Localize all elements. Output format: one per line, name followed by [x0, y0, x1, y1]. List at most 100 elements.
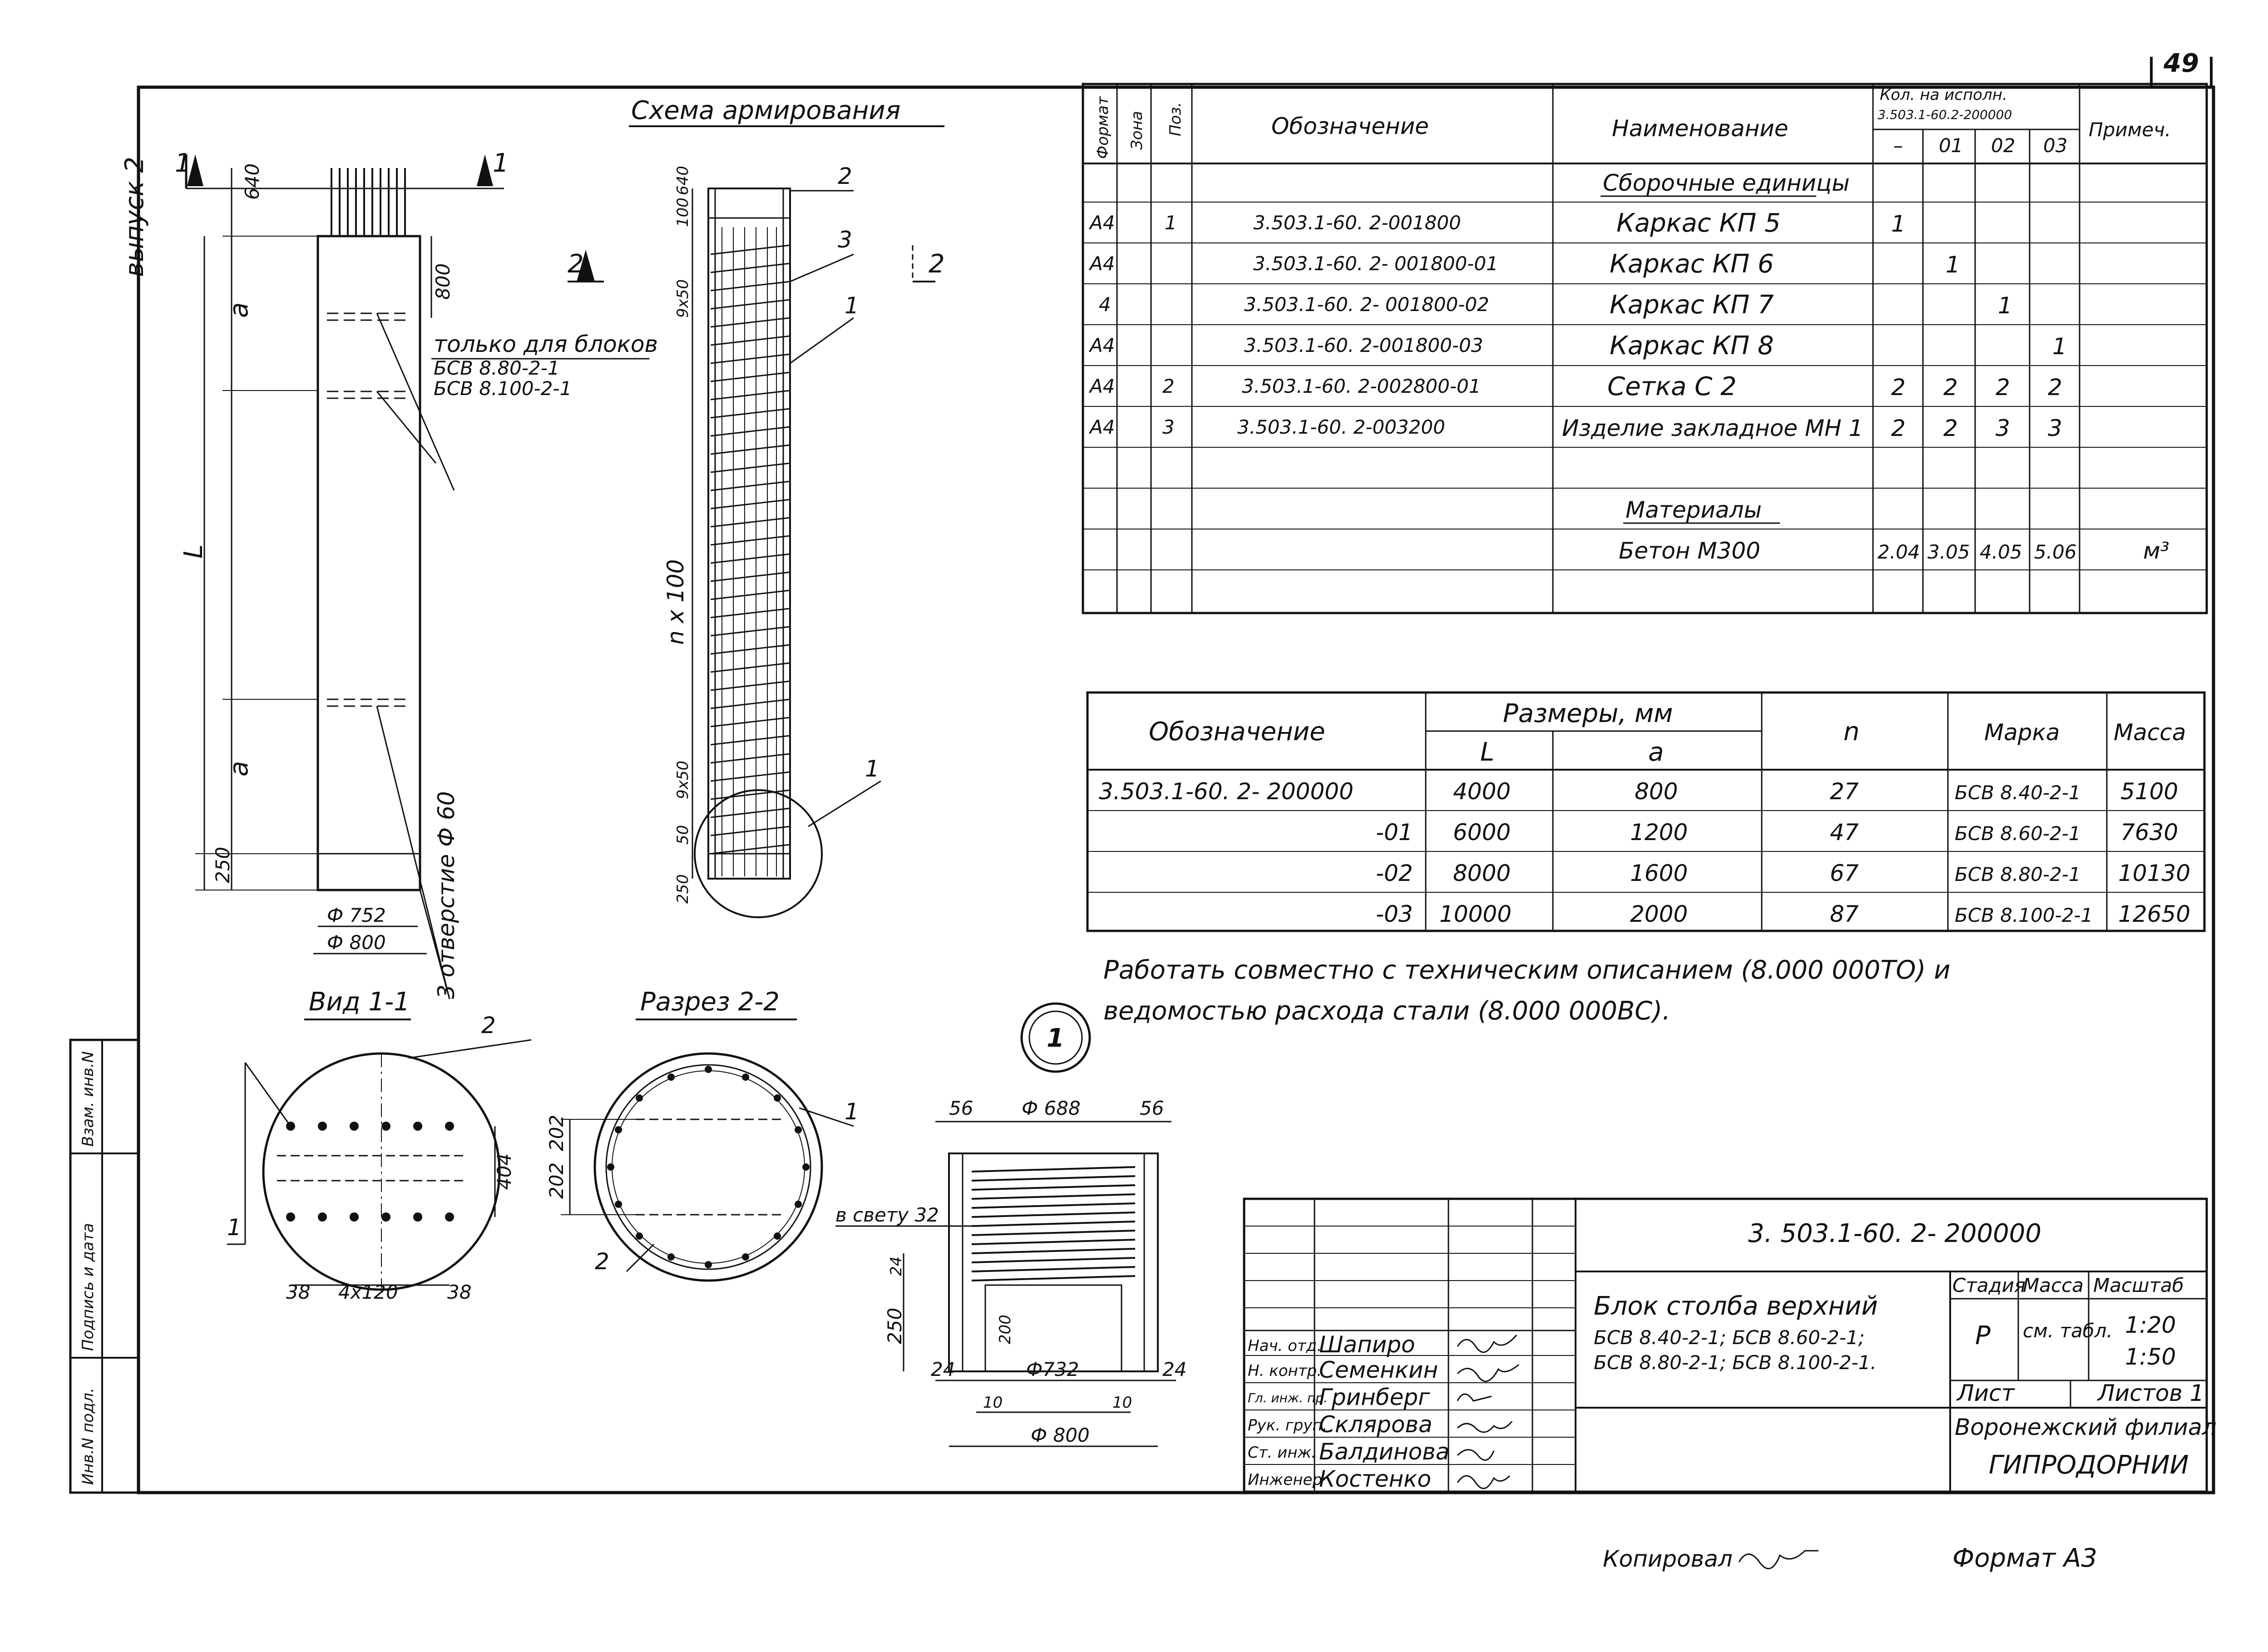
- spec-row-pos: 3: [1162, 416, 1175, 438]
- person-role: Гл. инж. пр.: [1248, 1390, 1328, 1405]
- spec-row-q: 1: [1891, 211, 1906, 237]
- sizes-row-n: 27: [1830, 778, 1859, 805]
- sizes-row-L: 10000: [1439, 901, 1512, 927]
- spec-section-assembly: Сборочные единицы: [1603, 170, 1850, 196]
- sizes-row-L: 6000: [1453, 819, 1511, 846]
- person-name: Склярова: [1319, 1411, 1433, 1438]
- spec-row-q: 2: [1943, 374, 1958, 401]
- page-number: 49: [2163, 49, 2199, 78]
- spec-row-q: 2: [1996, 374, 2010, 401]
- spec-table: Формат Зона Поз. Обозначение Наименовани…: [1082, 83, 2208, 614]
- spec-row-fmt: А4: [1088, 334, 1115, 356]
- detail-dim-f800: Ф 800: [1031, 1424, 1090, 1446]
- sizes-row-n: 67: [1830, 860, 1859, 886]
- sizes-h-n: n: [1843, 717, 1860, 747]
- stage-value: Р: [1975, 1321, 1991, 1350]
- spec-row-fmt: А4: [1088, 252, 1115, 275]
- spec-material-q0: 2.04: [1878, 541, 1920, 563]
- sizes-row-mark: БСВ 8.80-2-1: [1955, 863, 2081, 885]
- spec-h-pos: Поз.: [1166, 102, 1185, 136]
- mid-dim-50: 50: [674, 825, 692, 845]
- note-line-2: ведомостью расхода стали (8.000 000ВС).: [1103, 996, 1670, 1026]
- person-role: Нач. отд.: [1248, 1337, 1322, 1355]
- detail-dim-10-left: 10: [983, 1394, 1003, 1412]
- sizes-row-L: 4000: [1453, 778, 1511, 805]
- spec-material-q2: 4.05: [1980, 541, 2022, 563]
- scale-header: Масштаб: [2093, 1274, 2184, 1296]
- sizes-h-mark: Марка: [1984, 719, 2060, 746]
- spec-row-fmt: 4: [1099, 293, 1111, 316]
- sizes-row-mark: БСВ 8.40-2-1: [1955, 781, 2081, 804]
- title-block: Нач. отд. Шапиро Н. контр. Семенкин Гл. …: [1243, 1197, 2217, 1493]
- signature-scribble: [1457, 1449, 1495, 1461]
- hole-note: 3 отверстие Ф 60: [433, 791, 460, 999]
- signature-scribble: [1457, 1335, 1517, 1353]
- stage-header: Стадия: [1952, 1274, 2026, 1296]
- stamp-vzam: Взам. инв.N: [79, 1051, 97, 1147]
- sizes-row-a: 1600: [1630, 860, 1688, 886]
- doc-code: 3. 503.1-60. 2- 200000: [1748, 1219, 2041, 1248]
- spec-row-name: Каркас КП 7: [1610, 290, 1774, 320]
- org-branch: Воронежский филиал: [1955, 1414, 2217, 1440]
- spec-row-name: Каркас КП 8: [1610, 331, 1774, 361]
- view-title: Вид 1-1: [309, 987, 410, 1017]
- spec-row-fmt: А4: [1088, 416, 1115, 438]
- spec-h-name: Наименование: [1612, 115, 1789, 142]
- spec-row-q: 2: [1943, 415, 1958, 441]
- mid-dim-9x50-bottom: 9х50: [674, 761, 692, 799]
- detail-dim-56-left: 56: [949, 1097, 973, 1119]
- person-name: Балдинова: [1319, 1439, 1449, 1465]
- copied-label: Копировал: [1603, 1546, 1733, 1572]
- detail-dim-24-right: 24: [1162, 1358, 1186, 1380]
- sizes-table: Обозначение Размеры, мм L a n Марка Масс…: [1086, 691, 2206, 932]
- sizes-row-mass: 7630: [2120, 819, 2178, 846]
- section-dim-202-bottom: 202: [545, 1162, 568, 1199]
- spec-row-fmt: А4: [1088, 375, 1115, 397]
- view-label-2: 2: [481, 1012, 496, 1039]
- product-marks-1: БСВ 8.40-2-1; БСВ 8.60-2-1;: [1594, 1326, 1865, 1349]
- only-for-blocks-line1: только для блоков: [434, 331, 658, 357]
- detail-dim-200: 200: [996, 1315, 1014, 1344]
- sizes-row-code: 3.503.1-60. 2- 200000: [1099, 778, 1354, 805]
- detail-dim-24-left: 24: [931, 1358, 955, 1380]
- person-name: Шапиро: [1319, 1331, 1415, 1358]
- scale-value-1: 1:20: [2125, 1312, 2176, 1338]
- elevation-outline: 1 1: [175, 148, 509, 999]
- spiral-hatch: [710, 227, 791, 876]
- copier-signature: [1738, 1550, 1818, 1569]
- person-role: Инженер: [1248, 1471, 1322, 1489]
- signature-scribble: [1457, 1475, 1511, 1489]
- sheet-frame: 49: [137, 49, 2215, 1494]
- spec-material-q1: 3.05: [1927, 541, 1970, 563]
- sizes-row-mass: 5100: [2120, 778, 2178, 805]
- person-name: Семенкин: [1319, 1357, 1438, 1383]
- person-role: Ст. инж.: [1248, 1444, 1316, 1462]
- only-for-blocks-line2: БСВ 8.80-2-1: [434, 357, 560, 379]
- mid-dim-250: 250: [674, 874, 692, 904]
- spec-row-pos: 1: [1165, 212, 1177, 234]
- dim-f752: Ф 752: [327, 904, 386, 926]
- spec-exec-0: –: [1893, 134, 1903, 157]
- dim-800: 800: [432, 263, 454, 300]
- spec-row-pos: 2: [1162, 375, 1175, 397]
- spec-exec-1: 01: [1939, 134, 1963, 157]
- scheme-title: Схема армирования: [631, 96, 900, 125]
- product-marks-2: БСВ 8.80-2-1; БСВ 8.100-2-1.: [1594, 1351, 1877, 1374]
- reinforcement-elevation: 2 2 2 3 1 1 100 640 9х50 n х 100 50 9х50…: [568, 163, 945, 918]
- dim-a-bottom: a: [224, 761, 254, 777]
- signature-scribble: [1457, 1393, 1492, 1402]
- spec-row-name: Сетка С 2: [1607, 372, 1737, 401]
- section-title: Разрез 2-2: [640, 987, 780, 1017]
- spec-section-materials: Материалы: [1626, 497, 1762, 523]
- spec-row-q: 1: [1998, 292, 2012, 319]
- section-mark-1-right: 1: [493, 148, 509, 178]
- dim-f800: Ф 800: [327, 931, 386, 954]
- detail-hatch: [971, 1166, 1136, 1281]
- sizes-h-mass: Масса: [2114, 719, 2186, 746]
- spec-h-code: Обозначение: [1271, 113, 1429, 139]
- sizes-row-mark: БСВ 8.100-2-1: [1955, 904, 2093, 926]
- spec-h-zone: Зона: [1128, 111, 1146, 150]
- mid-dim-100: 100: [674, 198, 692, 227]
- sheets-header: Листов 1: [2097, 1380, 2204, 1406]
- vypusk-label: выпуск 2: [120, 157, 149, 277]
